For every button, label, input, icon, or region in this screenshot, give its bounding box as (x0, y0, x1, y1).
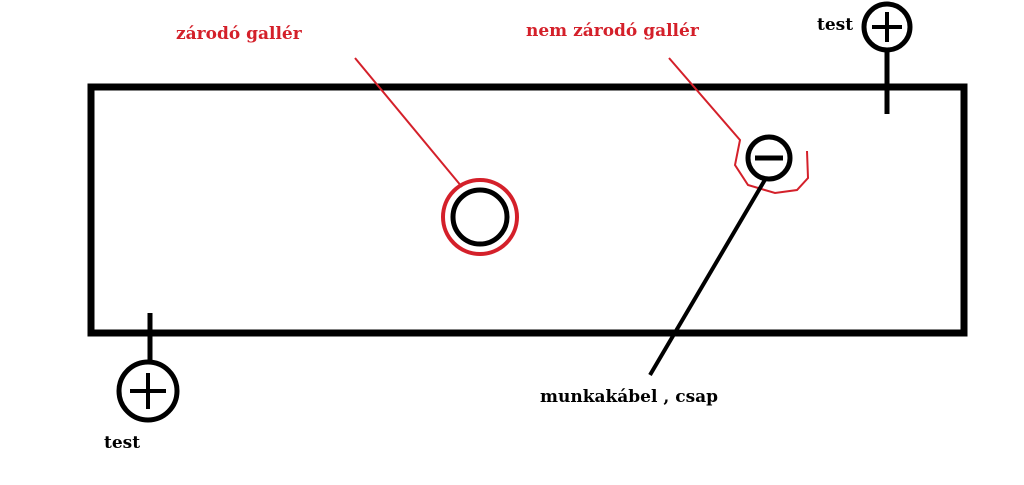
workpiece-rectangle (87, 83, 968, 337)
closing-collar-label: zárodó gallér (176, 24, 303, 44)
non-closing-collar-label: nem zárodó gallér (526, 21, 700, 41)
work-cable-label: munkakábel , csap (540, 387, 718, 407)
closing-collar-hole (450, 187, 510, 247)
ground-top-label: test (817, 15, 853, 35)
work-cable-line (648, 176, 768, 377)
minus-terminal-icon (745, 134, 793, 182)
closing-collar-leader-line (354, 57, 463, 188)
ground-bottom-label: test (104, 433, 140, 453)
closing-collar-ring (441, 178, 519, 256)
